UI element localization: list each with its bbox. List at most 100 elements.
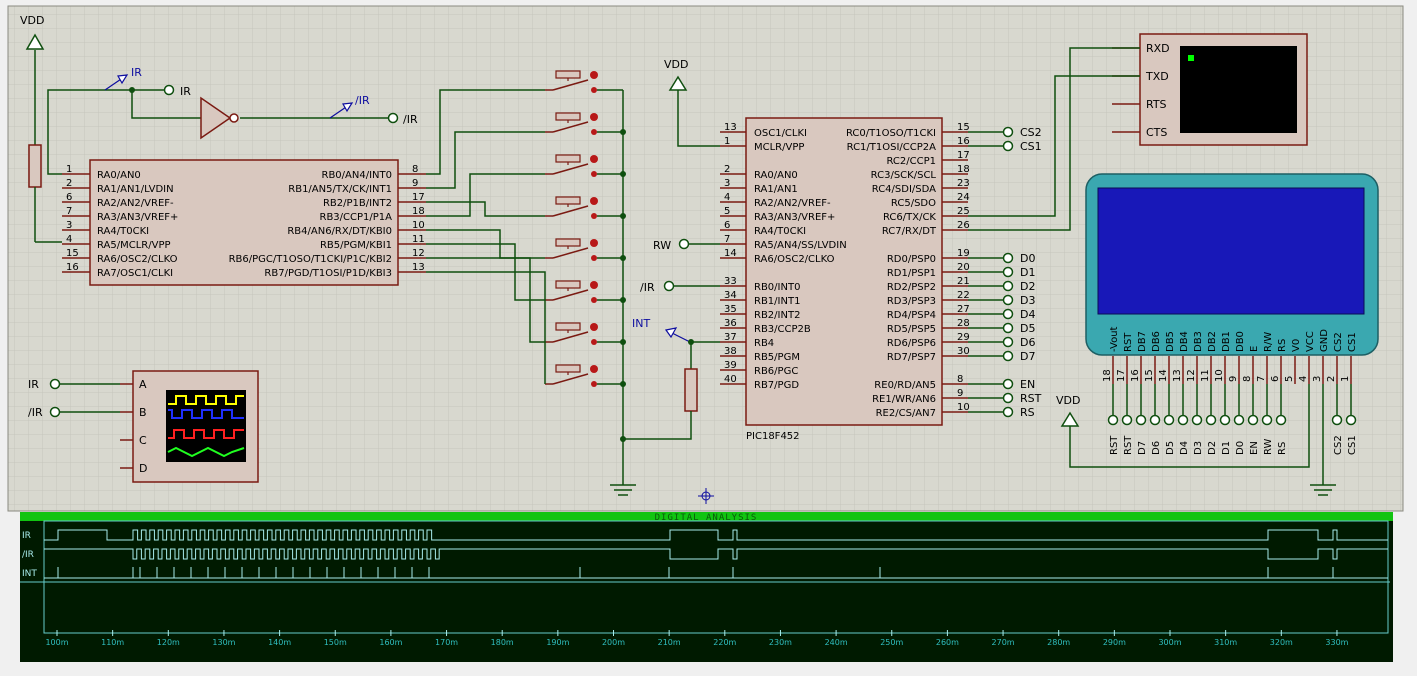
pushbutton-cap[interactable] xyxy=(555,322,581,331)
pushbutton-actuator-icon[interactable] xyxy=(590,155,598,163)
ir-terminal[interactable] xyxy=(163,84,175,96)
pushbutton-actuator-icon[interactable] xyxy=(590,197,598,205)
chip2-pin-label: RB5/PGM xyxy=(754,352,800,363)
pushbutton-contact[interactable] xyxy=(552,79,589,91)
vdd-left-symbol[interactable] xyxy=(25,33,45,145)
chip2-pin-number: 26 xyxy=(957,220,970,231)
pushbutton-actuator-icon[interactable] xyxy=(590,113,598,121)
net-terminal[interactable] xyxy=(1191,414,1203,426)
pushbutton-cap[interactable] xyxy=(555,154,581,163)
analyzer-time-label: 180m xyxy=(491,638,514,647)
net-terminal[interactable] xyxy=(1149,414,1161,426)
chip2-pin-number: 6 xyxy=(724,220,730,231)
net-terminal[interactable] xyxy=(1107,414,1119,426)
ir-probe-arrow[interactable] xyxy=(104,74,129,91)
net-terminal[interactable] xyxy=(1002,140,1014,152)
chip1-pin-label: RA4/T0CKI xyxy=(97,226,149,237)
net-terminal[interactable] xyxy=(1002,322,1014,334)
pushbutton-contact[interactable] xyxy=(552,331,589,343)
pushbutton-cap[interactable] xyxy=(555,364,581,373)
chip2-pin-label: RC2/CCP1 xyxy=(886,156,936,167)
net-terminal-label: D0 xyxy=(1020,252,1035,265)
net-terminal[interactable] xyxy=(1002,280,1014,292)
chip2-pin-label: RA4/T0CKI xyxy=(754,226,806,237)
rb4-resistor[interactable] xyxy=(623,341,720,440)
chip2-pin-number: 10 xyxy=(957,402,970,413)
chip1-pin-label: RB2/P1B/INT2 xyxy=(323,198,392,209)
net-terminal[interactable] xyxy=(1002,336,1014,348)
oscilloscope[interactable] xyxy=(132,370,259,483)
pushbutton-cap[interactable] xyxy=(555,70,581,79)
net-terminal[interactable] xyxy=(1261,414,1273,426)
pushbutton-actuator-icon[interactable] xyxy=(590,323,598,331)
vdd-mid-symbol[interactable] xyxy=(668,75,720,147)
int-probe-arrow[interactable] xyxy=(664,327,691,343)
net-terminal[interactable] xyxy=(1002,308,1014,320)
nir-terminal[interactable] xyxy=(387,112,399,124)
scope-input-label: IR xyxy=(28,378,39,391)
net-terminal[interactable] xyxy=(1121,414,1133,426)
nir-probe-arrow[interactable] xyxy=(329,102,354,119)
vdd-right-symbol[interactable] xyxy=(1060,384,1310,468)
chip2-pin-number: 15 xyxy=(957,122,970,133)
net-terminal[interactable] xyxy=(1247,414,1259,426)
digital-analysis-panel[interactable]: DIGITAL ANALYSIS xyxy=(20,512,1393,662)
rw-terminal[interactable] xyxy=(678,238,690,250)
resistor-pullup[interactable] xyxy=(28,144,62,243)
pushbutton-actuator-icon[interactable] xyxy=(590,365,598,373)
net-terminal[interactable] xyxy=(1135,414,1147,426)
chip1-pin-label: RB7/PGD/T1OSI/P1D/KBI3 xyxy=(264,268,392,279)
chip2-body[interactable] xyxy=(745,117,943,426)
net-terminal[interactable] xyxy=(1331,414,1343,426)
net-terminal[interactable] xyxy=(1177,414,1189,426)
chip2-pin-label: RB1/INT1 xyxy=(754,296,800,307)
graphic-lcd[interactable] xyxy=(1085,173,1379,356)
pushbutton-cap[interactable] xyxy=(555,280,581,289)
net-terminal[interactable] xyxy=(1205,414,1217,426)
chip2-pin-number: 1 xyxy=(724,136,730,147)
net-terminal[interactable] xyxy=(1002,406,1014,418)
chip2-pin-number: 2 xyxy=(724,164,730,175)
analyzer-time-label: 120m xyxy=(157,638,180,647)
chip1-body[interactable] xyxy=(89,159,399,286)
scope-trace-blue xyxy=(168,409,244,419)
chip1-pin-number: 3 xyxy=(66,220,72,231)
pushbutton-contact[interactable] xyxy=(552,247,589,259)
pushbutton-cap[interactable] xyxy=(555,238,581,247)
net-terminal[interactable] xyxy=(1002,126,1014,138)
pushbutton-actuator-icon[interactable] xyxy=(590,71,598,79)
net-terminal[interactable] xyxy=(1002,266,1014,278)
net-terminal[interactable] xyxy=(1002,294,1014,306)
pushbutton-contact[interactable] xyxy=(552,289,589,301)
chip1-pin-number: 10 xyxy=(412,220,425,231)
nir-int-terminal[interactable] xyxy=(663,280,675,292)
net-terminal[interactable] xyxy=(1233,414,1245,426)
pushbutton-contact[interactable] xyxy=(552,121,589,133)
lcd-pin-number: 10 xyxy=(1214,369,1225,382)
net-terminal[interactable] xyxy=(1219,414,1231,426)
chip2-pin-label: RD2/PSP2 xyxy=(887,282,936,293)
inverter-gate[interactable] xyxy=(200,96,239,140)
net-terminal[interactable] xyxy=(1002,392,1014,404)
virtual-terminal[interactable] xyxy=(1139,33,1308,146)
analyzer-title-bar xyxy=(20,512,1393,521)
pushbutton-contact[interactable] xyxy=(552,205,589,217)
scope-input-terminal[interactable] xyxy=(49,406,61,418)
net-terminal[interactable] xyxy=(1163,414,1175,426)
pushbutton-actuator-icon[interactable] xyxy=(590,239,598,247)
pushbutton-contact[interactable] xyxy=(552,373,589,385)
lcd-pin-name: RS xyxy=(1277,339,1288,352)
pushbutton-cap[interactable] xyxy=(555,112,581,121)
chip2-pin-label: RE2/CS/AN7 xyxy=(876,408,936,419)
net-terminal[interactable] xyxy=(1002,350,1014,362)
pushbutton-actuator-icon[interactable] xyxy=(590,281,598,289)
lcd-pin-number: 13 xyxy=(1172,369,1183,382)
net-terminal[interactable] xyxy=(1275,414,1287,426)
pushbutton-contact[interactable] xyxy=(552,163,589,175)
net-terminal[interactable] xyxy=(1002,252,1014,264)
net-terminal[interactable] xyxy=(1345,414,1357,426)
net-terminal[interactable] xyxy=(1002,378,1014,390)
pushbutton-cap[interactable] xyxy=(555,196,581,205)
scope-input-terminal[interactable] xyxy=(49,378,61,390)
